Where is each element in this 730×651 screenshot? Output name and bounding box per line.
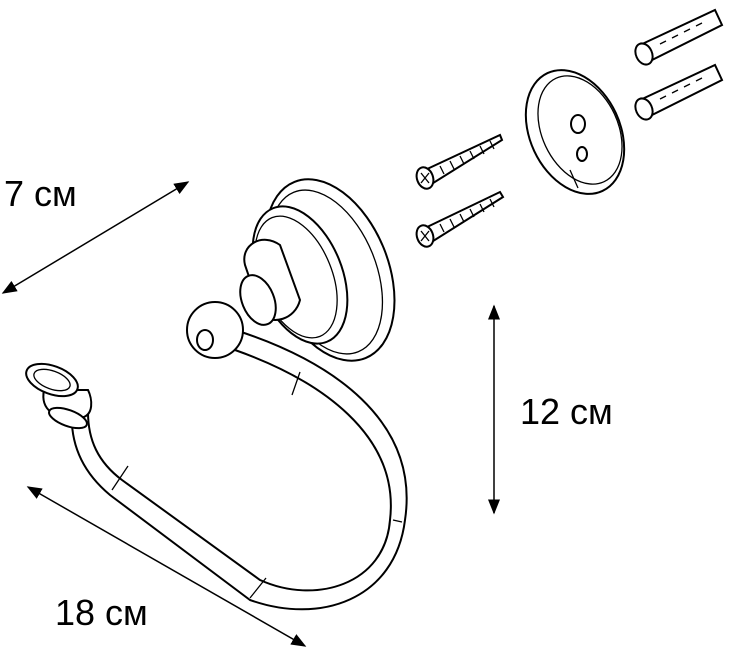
end-knob: [25, 362, 93, 430]
width-label: 18 см: [55, 592, 148, 633]
width-dimension-arrow: [26, 486, 307, 647]
screw-upper: [415, 133, 504, 190]
depth-dimension-arrow: [1, 181, 190, 294]
height-label: 12 см: [520, 391, 613, 432]
wall-rosette: [239, 178, 396, 362]
wall-anchor-lower: [634, 63, 724, 121]
depth-label: 7 см: [4, 173, 77, 214]
mounting-bracket: [524, 69, 626, 195]
ball-joint: [186, 301, 244, 359]
wall-anchor-upper: [634, 8, 724, 66]
holder-arm: [70, 328, 408, 611]
screw-lower: [415, 190, 505, 248]
